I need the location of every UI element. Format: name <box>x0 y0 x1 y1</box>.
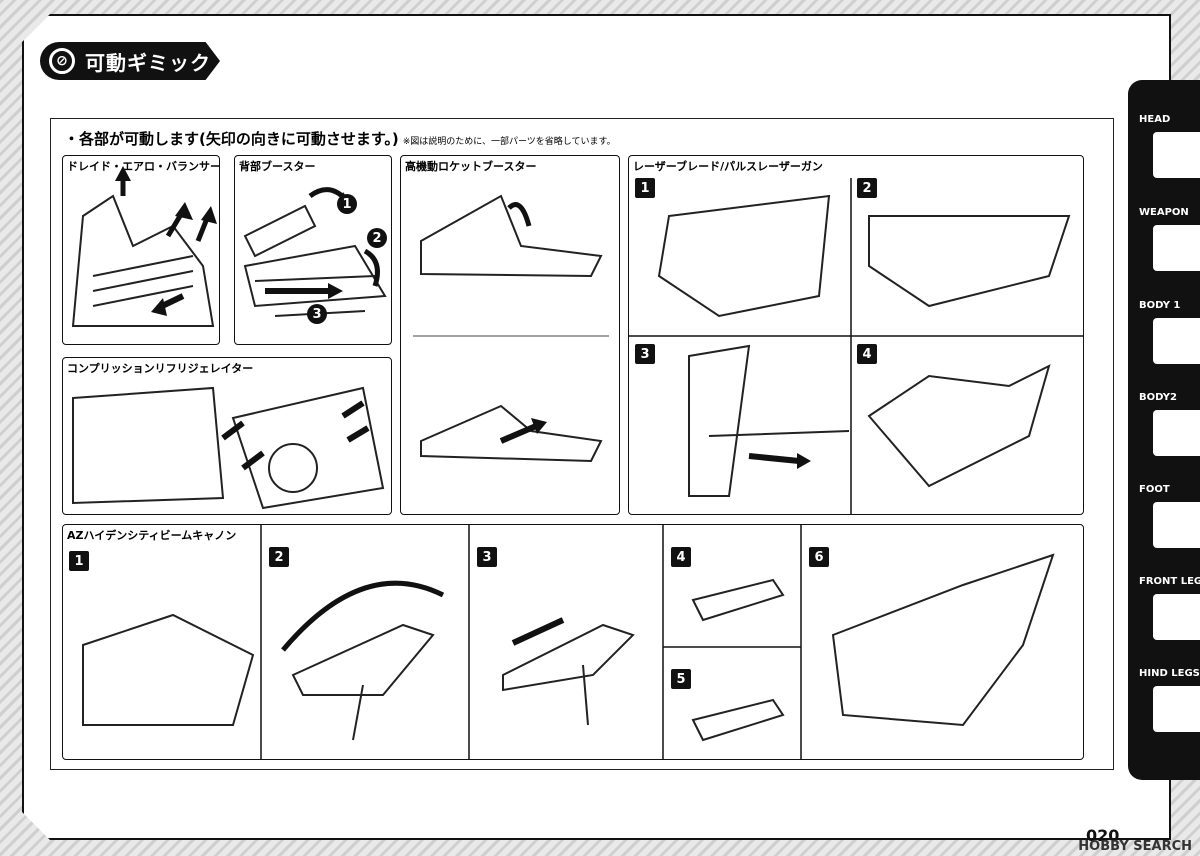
foot-icon <box>1151 500 1200 550</box>
panel-label: コンプリッションリフリジェレイター <box>67 362 254 375</box>
section-title-bar: ⊘ 可動ギミック <box>40 42 220 80</box>
panel-label: 背部ブースター <box>239 160 316 173</box>
leg-icon <box>1151 684 1200 734</box>
step-circle-3: 3 <box>307 304 327 324</box>
panel-label: レーザーブレード/パルスレーザーガン <box>633 160 823 173</box>
section-title: 可動ギミック <box>85 50 211 75</box>
step-badge-3: 3 <box>635 344 655 364</box>
laser-blade-illustration <box>629 178 1083 514</box>
intro-text: ・各部が可動します(矢印の向きに可動させます。) <box>64 130 399 148</box>
tab-body-1[interactable]: BODY 1 <box>1133 296 1200 368</box>
step-badge-4: 4 <box>671 547 691 567</box>
panel-label: AZハイデンシティビームキャノン <box>67 529 237 542</box>
step-circle-1: 1 <box>337 194 357 214</box>
step-badge-3: 3 <box>477 547 497 567</box>
page-number: 020 <box>1086 826 1120 845</box>
head-icon <box>1151 130 1200 180</box>
panel-rocket-booster: 高機動ロケットブースター <box>400 155 620 515</box>
step-badge-4: 4 <box>857 344 877 364</box>
tab-head[interactable]: HEAD <box>1133 110 1200 182</box>
panel-dread-aero-balancer: ドレイド・エアロ・バランサー <box>62 155 220 345</box>
panel-back-booster: 背部ブースター 1 2 3 <box>234 155 392 345</box>
body-icon <box>1151 408 1200 458</box>
panel-laser-blade: レーザーブレード/パルスレーザーガン 1 2 3 4 <box>628 155 1084 515</box>
watermark: HOBBY SEARCH <box>1078 839 1192 854</box>
tab-front-legs[interactable]: FRONT LEGS <box>1133 572 1200 644</box>
tab-body-2[interactable]: BODY2 <box>1133 388 1200 460</box>
head-illustration <box>71 166 217 327</box>
rocket-booster-illustration <box>413 194 609 463</box>
tab-weapon[interactable]: WEAPON <box>1133 203 1200 275</box>
leg-icon <box>1151 592 1200 642</box>
step-badge-5: 5 <box>671 669 691 689</box>
body-icon <box>1151 316 1200 366</box>
intro-note: ※図は説明のために、一部パーツを省略しています。 <box>402 137 616 147</box>
step-badge-2: 2 <box>269 547 289 567</box>
intro-line: ・各部が可動します(矢印の向きに可動させます。)※図は説明のために、一部パーツを… <box>64 128 616 149</box>
step-circle-2: 2 <box>367 228 387 248</box>
step-badge-2: 2 <box>857 178 877 198</box>
refrigerator-illustration <box>72 386 385 510</box>
tab-foot[interactable]: FOOT <box>1133 480 1200 552</box>
step-badge-1: 1 <box>69 551 89 571</box>
gear-icon: ⊘ <box>49 48 75 74</box>
step-badge-1: 1 <box>635 178 655 198</box>
weapon-icon <box>1151 223 1200 273</box>
tab-hind-legs[interactable]: HIND LEGS <box>1133 664 1200 736</box>
az-cannon-illustration <box>82 525 1055 759</box>
step-badge-6: 6 <box>809 547 829 567</box>
panel-refrigerator: コンプリッションリフリジェレイター <box>62 357 392 515</box>
panel-az-cannon: AZハイデンシティビームキャノン 1 2 3 4 5 6 <box>62 524 1084 760</box>
panel-label: 高機動ロケットブースター <box>405 160 537 173</box>
panel-label: ドレイド・エアロ・バランサー <box>67 160 220 173</box>
